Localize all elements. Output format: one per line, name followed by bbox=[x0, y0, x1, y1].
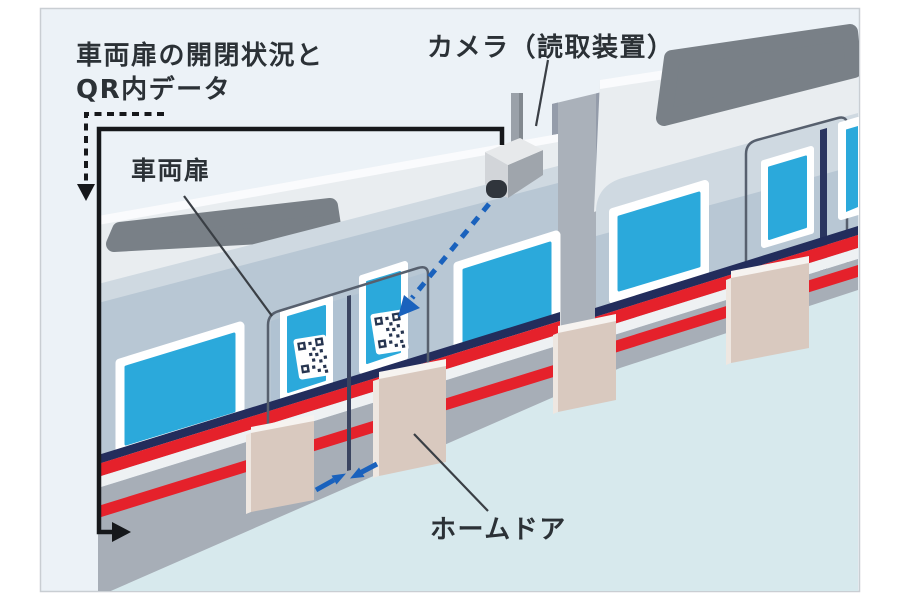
blue-dashed-scan-arrow-icon bbox=[398, 202, 491, 317]
rear-navy-stripe bbox=[595, 226, 858, 317]
front-navy-stripe bbox=[98, 312, 560, 464]
camera-label-line bbox=[534, 59, 550, 127]
dashed-down-arrow-icon bbox=[77, 112, 164, 201]
platform-door-panel bbox=[726, 256, 809, 365]
platform-door-panel bbox=[246, 415, 314, 514]
camera-reader-device-icon bbox=[485, 93, 543, 198]
blue-opposing-arrows-icon bbox=[314, 461, 379, 493]
front-door-gap bbox=[347, 295, 351, 471]
platform-door-label: ホームドア bbox=[430, 515, 567, 545]
diagram-title-line1: 車両扉の開閉状況と bbox=[76, 41, 324, 71]
camera-lens bbox=[486, 180, 507, 198]
platform-door-label-line bbox=[413, 433, 489, 512]
platform-door-panel bbox=[373, 359, 446, 478]
front-door-frame bbox=[266, 266, 430, 449]
platform-door-panel bbox=[553, 314, 616, 414]
camera-label: カメラ（読取装置） bbox=[427, 32, 675, 63]
train-door-label-line bbox=[183, 195, 273, 317]
rear-roof-equipment-panel bbox=[656, 24, 859, 126]
train-door-label: 車両扉 bbox=[131, 156, 211, 185]
qr-code-icon bbox=[370, 309, 410, 355]
platform-floor bbox=[110, 290, 858, 591]
diagram-title-line2: QR内データ bbox=[76, 74, 231, 105]
qr-code-icon bbox=[293, 334, 333, 380]
right-angle-arrow-icon bbox=[96, 126, 505, 542]
